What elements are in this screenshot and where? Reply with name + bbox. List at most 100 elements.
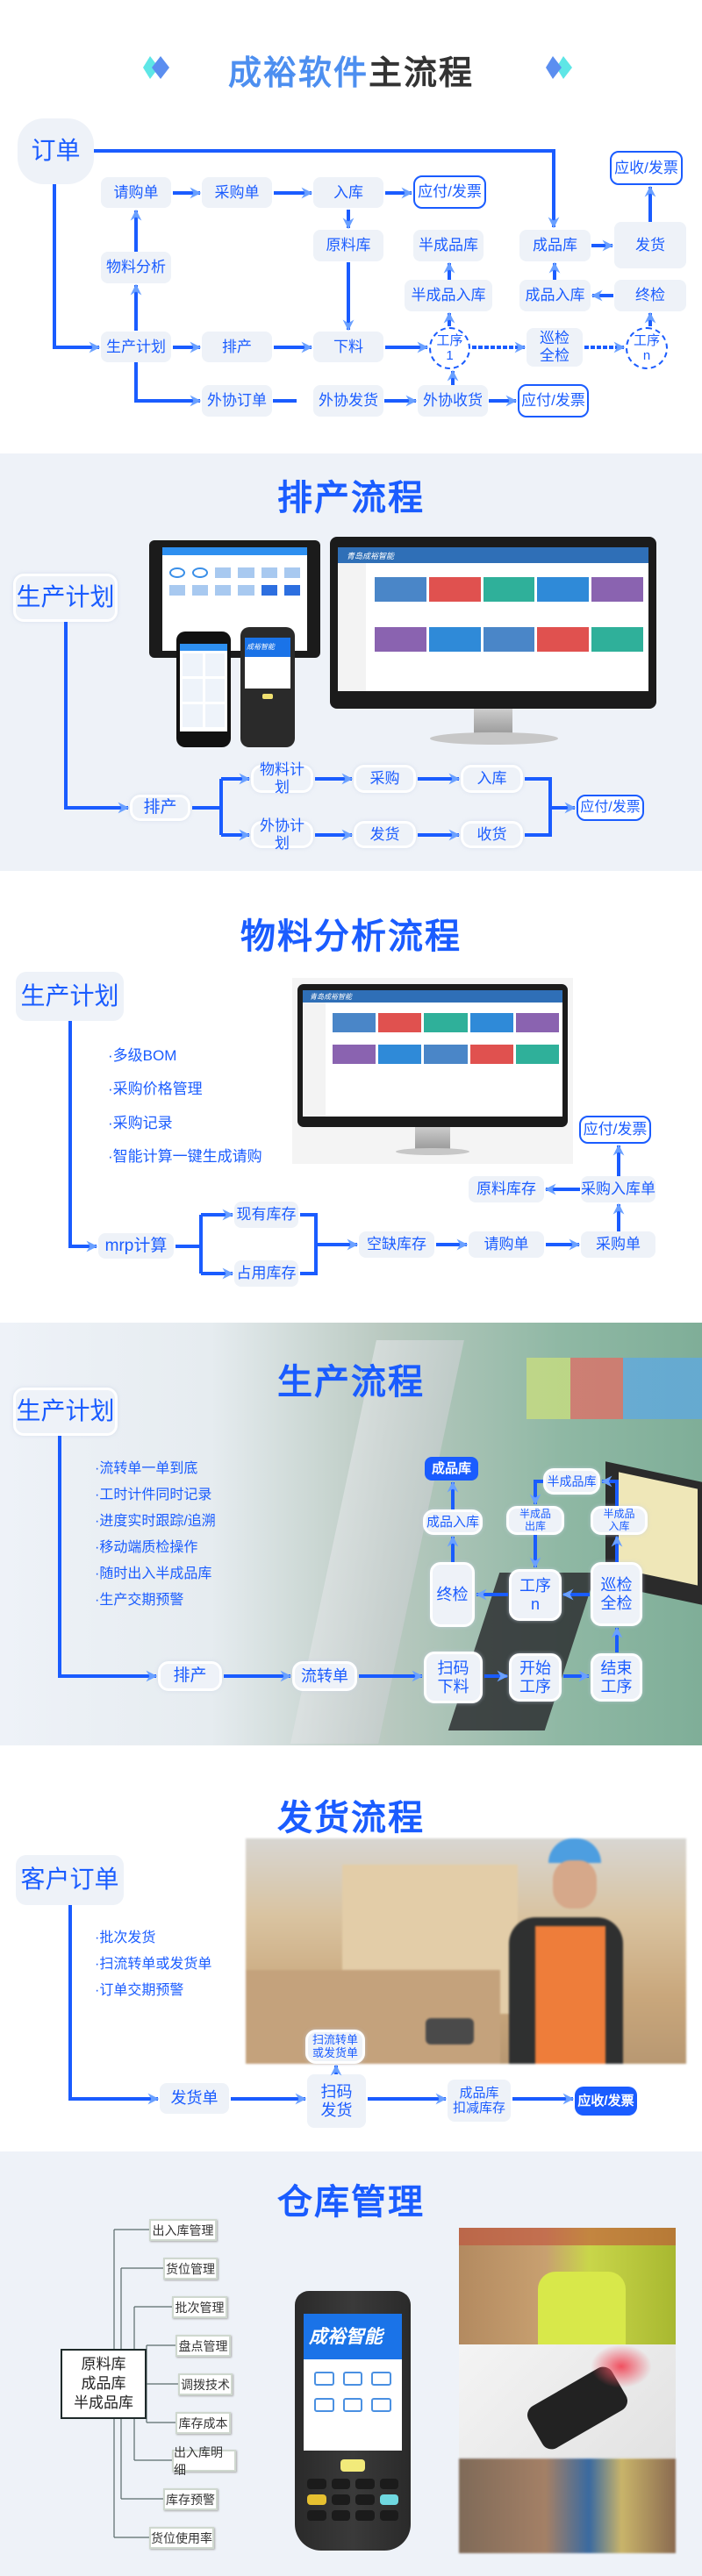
node-finished-inbound[interactable]: 成品入库 (423, 1509, 483, 1535)
node-semi-outbound[interactable]: 半成品 出库 (506, 1506, 564, 1535)
node-purchase-inbound[interactable]: 采购入库单 (581, 1176, 655, 1202)
node-final-inspection[interactable]: 终检 (614, 280, 686, 311)
diamond-icon-right (537, 56, 572, 79)
title-main: 主流程 (369, 55, 475, 92)
feature-inout-management[interactable]: 出入库管理 (149, 2219, 217, 2241)
node-semi-inbound[interactable]: 半成品入库 (405, 280, 492, 311)
feature-stocktake-management[interactable]: 盘点管理 (176, 2335, 231, 2357)
node-start-process[interactable]: 开始 工序 (509, 1653, 562, 1702)
node-flow-card[interactable]: 流转单 (292, 1661, 357, 1691)
node-purchase-request[interactable]: 请购单 (469, 1231, 544, 1258)
node-cutting[interactable]: 下料 (313, 332, 383, 362)
node-final-inspection[interactable]: 终检 (430, 1562, 475, 1627)
node-production-plan[interactable]: 生产计划 (13, 1388, 118, 1436)
feature-bullet: ·随时出入半成品库 (95, 1566, 212, 1581)
node-receivable-invoice[interactable]: 应收/发票 (610, 151, 683, 185)
node-payable-invoice[interactable]: 应付/发票 (579, 1116, 651, 1144)
node-patrol-inspection[interactable]: 巡检 全检 (526, 328, 583, 367)
node-raw-inventory[interactable]: 原料库存 (469, 1176, 544, 1202)
feature-bullet: ·生产交期预警 (95, 1593, 184, 1608)
monitor-base (430, 732, 558, 745)
node-payable-invoice[interactable]: 应付/发票 (577, 795, 644, 821)
feature-inventory-cost[interactable]: 库存成本 (176, 2412, 231, 2434)
feature-bullet: ·订单交期预警 (95, 1983, 184, 1998)
node-shortage-stock[interactable]: 空缺库存 (359, 1231, 434, 1258)
node-end-process[interactable]: 结束 工序 (591, 1653, 642, 1702)
feature-location-usage[interactable]: 货位使用率 (149, 2527, 214, 2549)
node-outsource-receive[interactable]: 外协收货 (418, 385, 488, 417)
feature-batch-management[interactable]: 批次管理 (172, 2296, 227, 2318)
node-scheduling[interactable]: 排产 (158, 1661, 222, 1691)
node-scheduling[interactable]: 排产 (202, 332, 272, 362)
node-receive[interactable]: 收货 (461, 821, 523, 848)
handheld-scanner-image: 成裕智能 (295, 2291, 411, 2551)
node-scan-ship[interactable]: 扫码 发货 (307, 2074, 366, 2128)
node-payable-invoice[interactable]: 应付/发票 (413, 175, 486, 209)
node-mrp[interactable]: mrp计算 (98, 1233, 174, 1259)
node-material-plan[interactable]: 物料计划 (251, 761, 313, 796)
node-raw-stock[interactable]: 原料库 (313, 230, 383, 261)
node-ship[interactable]: 发货 (354, 821, 416, 848)
feature-location-management[interactable]: 货位管理 (163, 2258, 218, 2280)
node-inbound[interactable]: 入库 (313, 177, 383, 208)
feature-bullet: ·移动端质检操作 (95, 1540, 198, 1555)
title-brand: 成裕软件 (227, 55, 369, 92)
node-material-analysis[interactable]: 物料分析 (101, 252, 171, 283)
node-finished-inbound[interactable]: 成品入库 (519, 280, 591, 311)
warehouse-photo-scanning (459, 2228, 676, 2344)
node-allocated-stock[interactable]: 占用库存 (234, 1260, 298, 1287)
node-semi-stock[interactable]: 半成品库 (413, 230, 484, 261)
warehouse-photo-worker (459, 2458, 676, 2553)
screen-brand: 青岛成裕智能 (303, 990, 562, 1003)
node-customer-order[interactable]: 客户订单 (16, 1855, 124, 1905)
section-title: 排产流程 (277, 479, 425, 517)
node-finished-stock[interactable]: 成品库 (519, 230, 591, 261)
node-purchase-order[interactable]: 采购单 (202, 177, 272, 208)
node-payable-invoice-2[interactable]: 应付/发票 (518, 384, 589, 417)
node-receivable-invoice[interactable]: 应收/发票 (575, 2087, 637, 2116)
node-delivery[interactable]: 发货 (614, 222, 686, 268)
node-production-plan[interactable]: 生产计划 (16, 972, 124, 1021)
section-title: 生产流程 (277, 1363, 425, 1402)
node-delivery-note[interactable]: 发货单 (160, 2083, 229, 2114)
node-scan-flow-card-or-delivery-note[interactable]: 扫流转单 或发货单 (305, 2030, 365, 2064)
node-process-n[interactable]: 工序 n (626, 327, 668, 369)
node-scan-cutting[interactable]: 扫码 下料 (424, 1652, 483, 1703)
node-purchase-request[interactable]: 请购单 (101, 177, 171, 208)
node-process-1[interactable]: 工序 1 (429, 327, 470, 369)
warehouse-section: 仓库管理 原料库 成品库 半成品库 出入库管理 货位管理 批次管理 盘点管理 调… (0, 2151, 702, 2576)
feature-inventory-alert[interactable]: 库存预警 (163, 2488, 218, 2510)
node-finished-stock[interactable]: 成品库 (425, 1457, 478, 1481)
main-flow-section: 成裕软件主流程 订单 请购单 采购单 入库 应付/发票 原料库 半成品库 成品库… (0, 0, 702, 447)
warehouse-types-box: 原料库 成品库 半成品库 (61, 2349, 147, 2419)
node-production-plan[interactable]: 生产计划 (13, 574, 118, 622)
monitor-image: 青岛成裕智能 (330, 537, 656, 709)
node-scheduling[interactable]: 排产 (130, 795, 190, 821)
feature-transfer[interactable]: 调拨技术 (178, 2373, 233, 2395)
scanner-brand: 成裕智能 (245, 638, 290, 657)
feature-bullet: ·扫流转单或发货单 (95, 1957, 212, 1972)
handheld-scanning-photo (459, 2344, 676, 2458)
node-on-hand-stock[interactable]: 现有库存 (234, 1202, 298, 1228)
feature-inout-details[interactable]: 出入库明细 (172, 2445, 236, 2477)
section-title: 发货流程 (277, 1799, 425, 1837)
node-process-n[interactable]: 工序 n (509, 1569, 562, 1621)
node-outsource-order[interactable]: 外协订单 (202, 385, 272, 417)
node-finished-stock-deduct[interactable]: 成品库 扣减库存 (448, 2080, 511, 2122)
node-outsource-plan[interactable]: 外协计划 (251, 817, 313, 852)
page-title: 成裕软件主流程 (0, 46, 702, 94)
node-purchase[interactable]: 采购 (354, 765, 416, 793)
node-purchase-order[interactable]: 采购单 (581, 1231, 655, 1258)
feature-bullet: ·采购价格管理 (108, 1081, 203, 1097)
feature-bullet: ·智能计算一键生成请购 (108, 1148, 262, 1165)
node-outsource-ship[interactable]: 外协发货 (313, 385, 383, 417)
feature-bullet: ·工时计件同时记录 (95, 1488, 212, 1502)
node-semi-inbound[interactable]: 半成品 入库 (591, 1506, 648, 1535)
feature-bullet: ·流转单一单到底 (95, 1461, 198, 1476)
node-order[interactable]: 订单 (18, 118, 94, 184)
node-semi-stock[interactable]: 半成品库 (543, 1468, 600, 1495)
scheduling-section: 排产流程 生产计划 青岛成裕智能 成裕智能 排产 物料计划 采购 入库 外协计划… (0, 447, 702, 877)
node-patrol-inspection[interactable]: 巡检 全检 (591, 1562, 642, 1626)
node-production-plan[interactable]: 生产计划 (101, 332, 171, 362)
node-inbound[interactable]: 入库 (461, 765, 523, 793)
